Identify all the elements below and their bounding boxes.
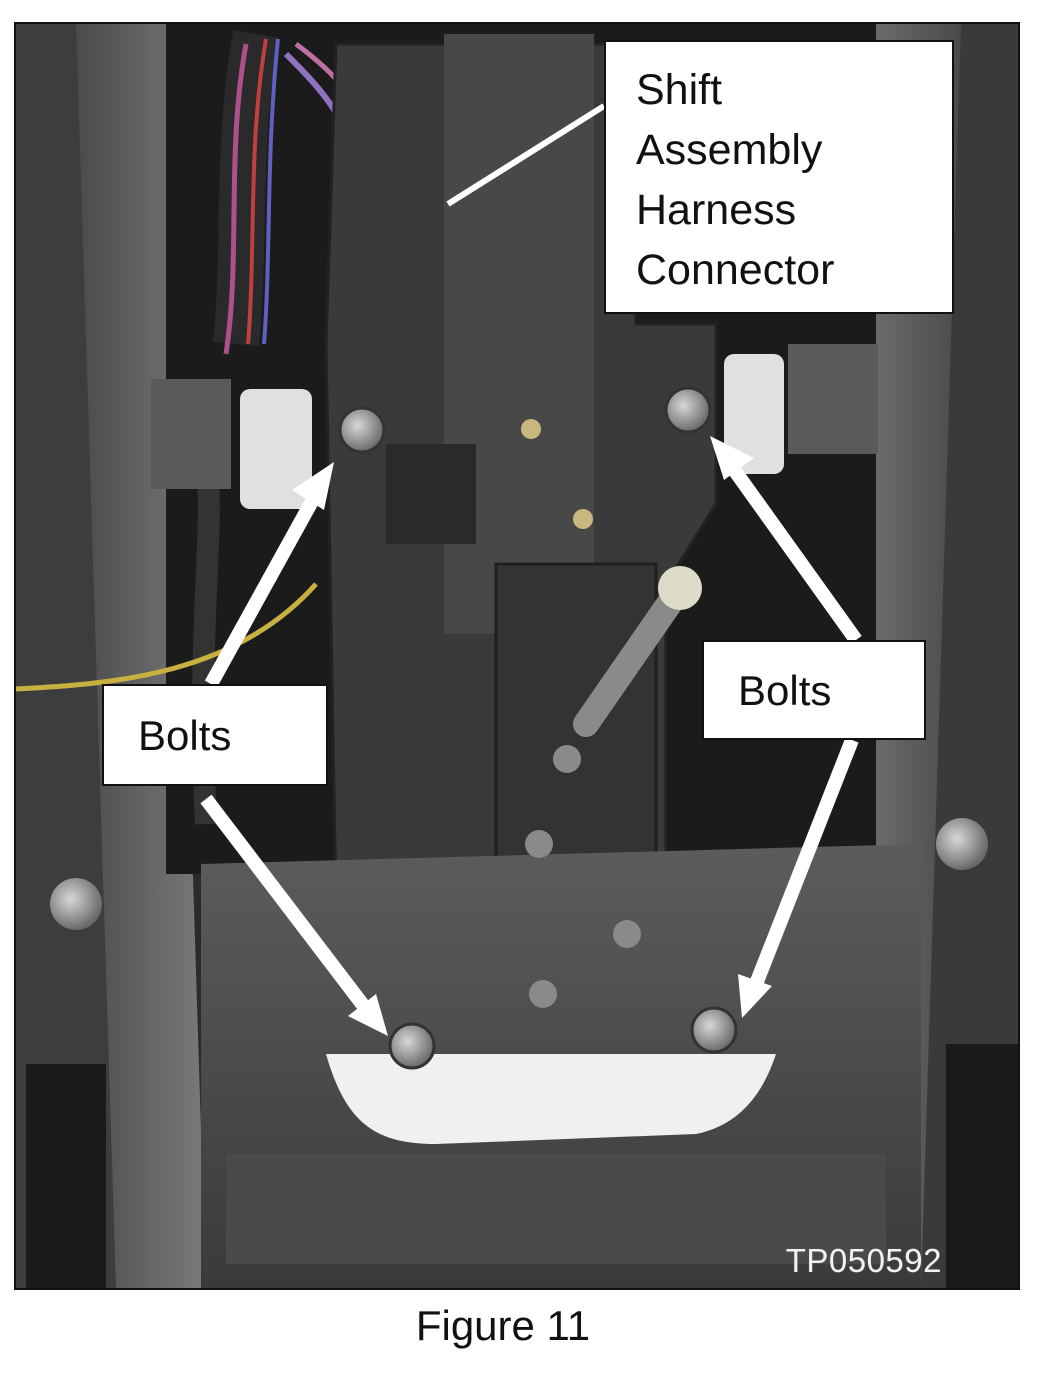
bolt-upper-right xyxy=(664,386,712,434)
bezel-ribs xyxy=(226,1154,886,1264)
seat-anchor-right xyxy=(946,1044,1018,1288)
pivot-4 xyxy=(529,980,557,1008)
callout-harness-connector: Shift Assembly Harness Connector xyxy=(604,40,954,314)
shift-solenoid xyxy=(386,444,476,544)
callout-harness-line-1: Shift xyxy=(636,66,723,114)
figure-caption: Figure 11 xyxy=(415,1302,591,1349)
pivot-3 xyxy=(613,920,641,948)
clip-left xyxy=(240,389,312,509)
callout-harness-line-3: Harness xyxy=(636,186,797,234)
bezel-opening xyxy=(326,1054,776,1144)
seat-bolt-left xyxy=(50,878,102,930)
gate-housing xyxy=(494,562,658,906)
bracket-left xyxy=(151,379,231,489)
annotation-arrows xyxy=(200,103,862,1036)
clip-right xyxy=(724,354,784,474)
rivet-1 xyxy=(521,419,541,439)
callout-harness-line-4: Connector xyxy=(636,246,835,294)
bolt-upper-left xyxy=(338,406,386,454)
shift-lever xyxy=(573,566,702,737)
bolt-lower-left xyxy=(388,1022,436,1070)
rivet-2 xyxy=(573,509,593,529)
seat-anchor-left xyxy=(26,1064,106,1288)
callout-bolts-left: Bolts xyxy=(102,684,328,786)
pivot-2 xyxy=(525,830,553,858)
figure-photo: Shift Assembly Harness Connector Bolts B… xyxy=(14,22,1020,1290)
photo-id-watermark: TP050592 xyxy=(785,1242,942,1279)
seat-bolt-right xyxy=(936,818,988,870)
bolt-lower-right xyxy=(690,1006,738,1054)
callout-harness-line-2: Assembly xyxy=(636,126,823,174)
pivot-1 xyxy=(553,745,581,773)
bracket-right xyxy=(788,344,878,454)
callout-bolts-right: Bolts xyxy=(702,640,926,740)
